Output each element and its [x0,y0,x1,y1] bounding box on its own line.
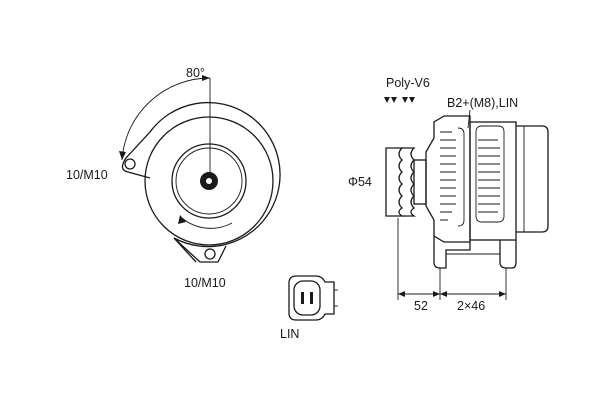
pulley-side [385,147,405,217]
outer-housing-circle [144,116,274,246]
angle-arc [121,77,211,161]
bottom-mount-hole [204,248,216,260]
left-lug [121,157,151,179]
rotation-arc [181,217,233,229]
front-view-alternator [119,75,281,263]
lower-lug-edge [173,237,197,263]
pulley-label: Poly-V6 [386,76,430,90]
lin-connector-plug [288,275,338,321]
connector-label: LIN [280,327,300,341]
pulley-grooves [402,147,417,217]
rotation-arrow-icon [178,215,186,224]
stator-section [469,121,517,241]
angle-label: 80° [186,66,205,80]
diameter-label: Φ54 [348,175,372,189]
pulley-inner-circle [175,147,243,215]
connector-pin-1 [301,292,304,304]
cooling-fins-front [440,127,465,227]
left-mount-hole [124,158,136,170]
dim-b-label: 2×46 [457,299,486,313]
connector-socket [293,280,321,316]
poly-v-groove-icon [384,97,415,103]
shaft-center [206,178,212,184]
arc-arrow-left [119,151,126,160]
terminal-leader [467,109,471,129]
pulley-hub [413,159,427,205]
mount-foot-rear [499,240,517,269]
cooling-fins-stator [475,125,505,223]
side-view-alternator [384,97,549,300]
pulley-circle [171,143,247,219]
terminal-label: B2+(M8),LIN [447,96,519,110]
arc-arrow-top [202,75,210,81]
mount-bottom-label: 10/M10 [184,276,226,290]
mount-foot-front [433,236,471,269]
dim-a-label: 52 [414,299,428,313]
rear-cover [516,125,549,233]
connector-body [288,275,335,321]
mount-left-label: 10/M10 [66,168,108,182]
housing-outline [125,101,281,263]
connector-pin-2 [310,292,313,304]
